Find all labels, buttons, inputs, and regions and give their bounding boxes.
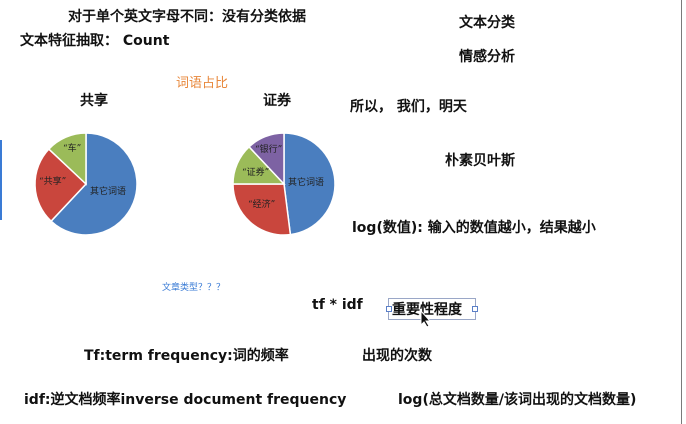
- note-so-we-tomorrow: 所以， 我们，明天: [350, 99, 467, 115]
- note-idf-def: idf:逆文档频率inverse document frequency: [24, 392, 347, 408]
- chart2-slice-1: [232, 183, 292, 236]
- note-log-value: log(数值): 输入的数值越小，结果越小: [352, 220, 596, 236]
- chart2-label-economy: “经济”: [248, 198, 275, 210]
- note-word-ratio: 词语占比: [176, 76, 229, 91]
- chart1-label-share: “共享”: [39, 175, 66, 187]
- chart2-label-other: 其它词语: [288, 176, 324, 188]
- chart2-label-securities: “证券”: [242, 166, 269, 178]
- chart1-slice-0: [50, 132, 138, 236]
- note-tf-def: Tf:term frequency:词的频率: [84, 348, 289, 364]
- window-right-edge: [681, 0, 682, 424]
- note-log-formula: log(总文档数量/该词出现的文档数量): [398, 392, 637, 408]
- resize-handle-right[interactable]: [472, 306, 478, 312]
- note-importance[interactable]: 重要性程度: [392, 302, 462, 318]
- chart2-slice-3: [248, 132, 285, 186]
- note-tf-idf: tf * idf: [312, 297, 363, 313]
- note-article-type: 文章类型？？？: [162, 283, 226, 293]
- mouse-pointer-icon: [420, 310, 432, 328]
- note-naive-bayes: 朴素贝叶斯: [445, 153, 515, 169]
- text-selection-box[interactable]: [386, 298, 478, 320]
- chart1-title: 共享: [80, 93, 108, 109]
- chart1-label-car: “车”: [63, 142, 81, 154]
- note-occurrences: 出现的次数: [362, 348, 432, 364]
- note-line1: 对于单个英文字母不同：没有分类依据: [68, 9, 306, 25]
- note-line2: 文本特征抽取： Count: [20, 33, 170, 49]
- chart2-label-bank: “银行”: [255, 143, 282, 155]
- left-edge-marker: [0, 140, 2, 220]
- chart2-slice-0: [283, 132, 336, 236]
- chart2-title: 证券: [263, 93, 291, 109]
- chart1-slice-1: [34, 148, 88, 223]
- chart1-slice-2: [47, 132, 87, 186]
- pie-chart-share: 其它词语 “共享” “车”: [34, 132, 138, 236]
- pie-chart-securities: 其它词语 “经济” “证券” “银行”: [232, 132, 336, 236]
- note-text-classification: 文本分类: [459, 15, 515, 31]
- resize-handle-left[interactable]: [386, 306, 392, 312]
- note-sentiment-analysis: 情感分析: [459, 49, 515, 65]
- chart1-label-other: 其它词语: [90, 185, 126, 197]
